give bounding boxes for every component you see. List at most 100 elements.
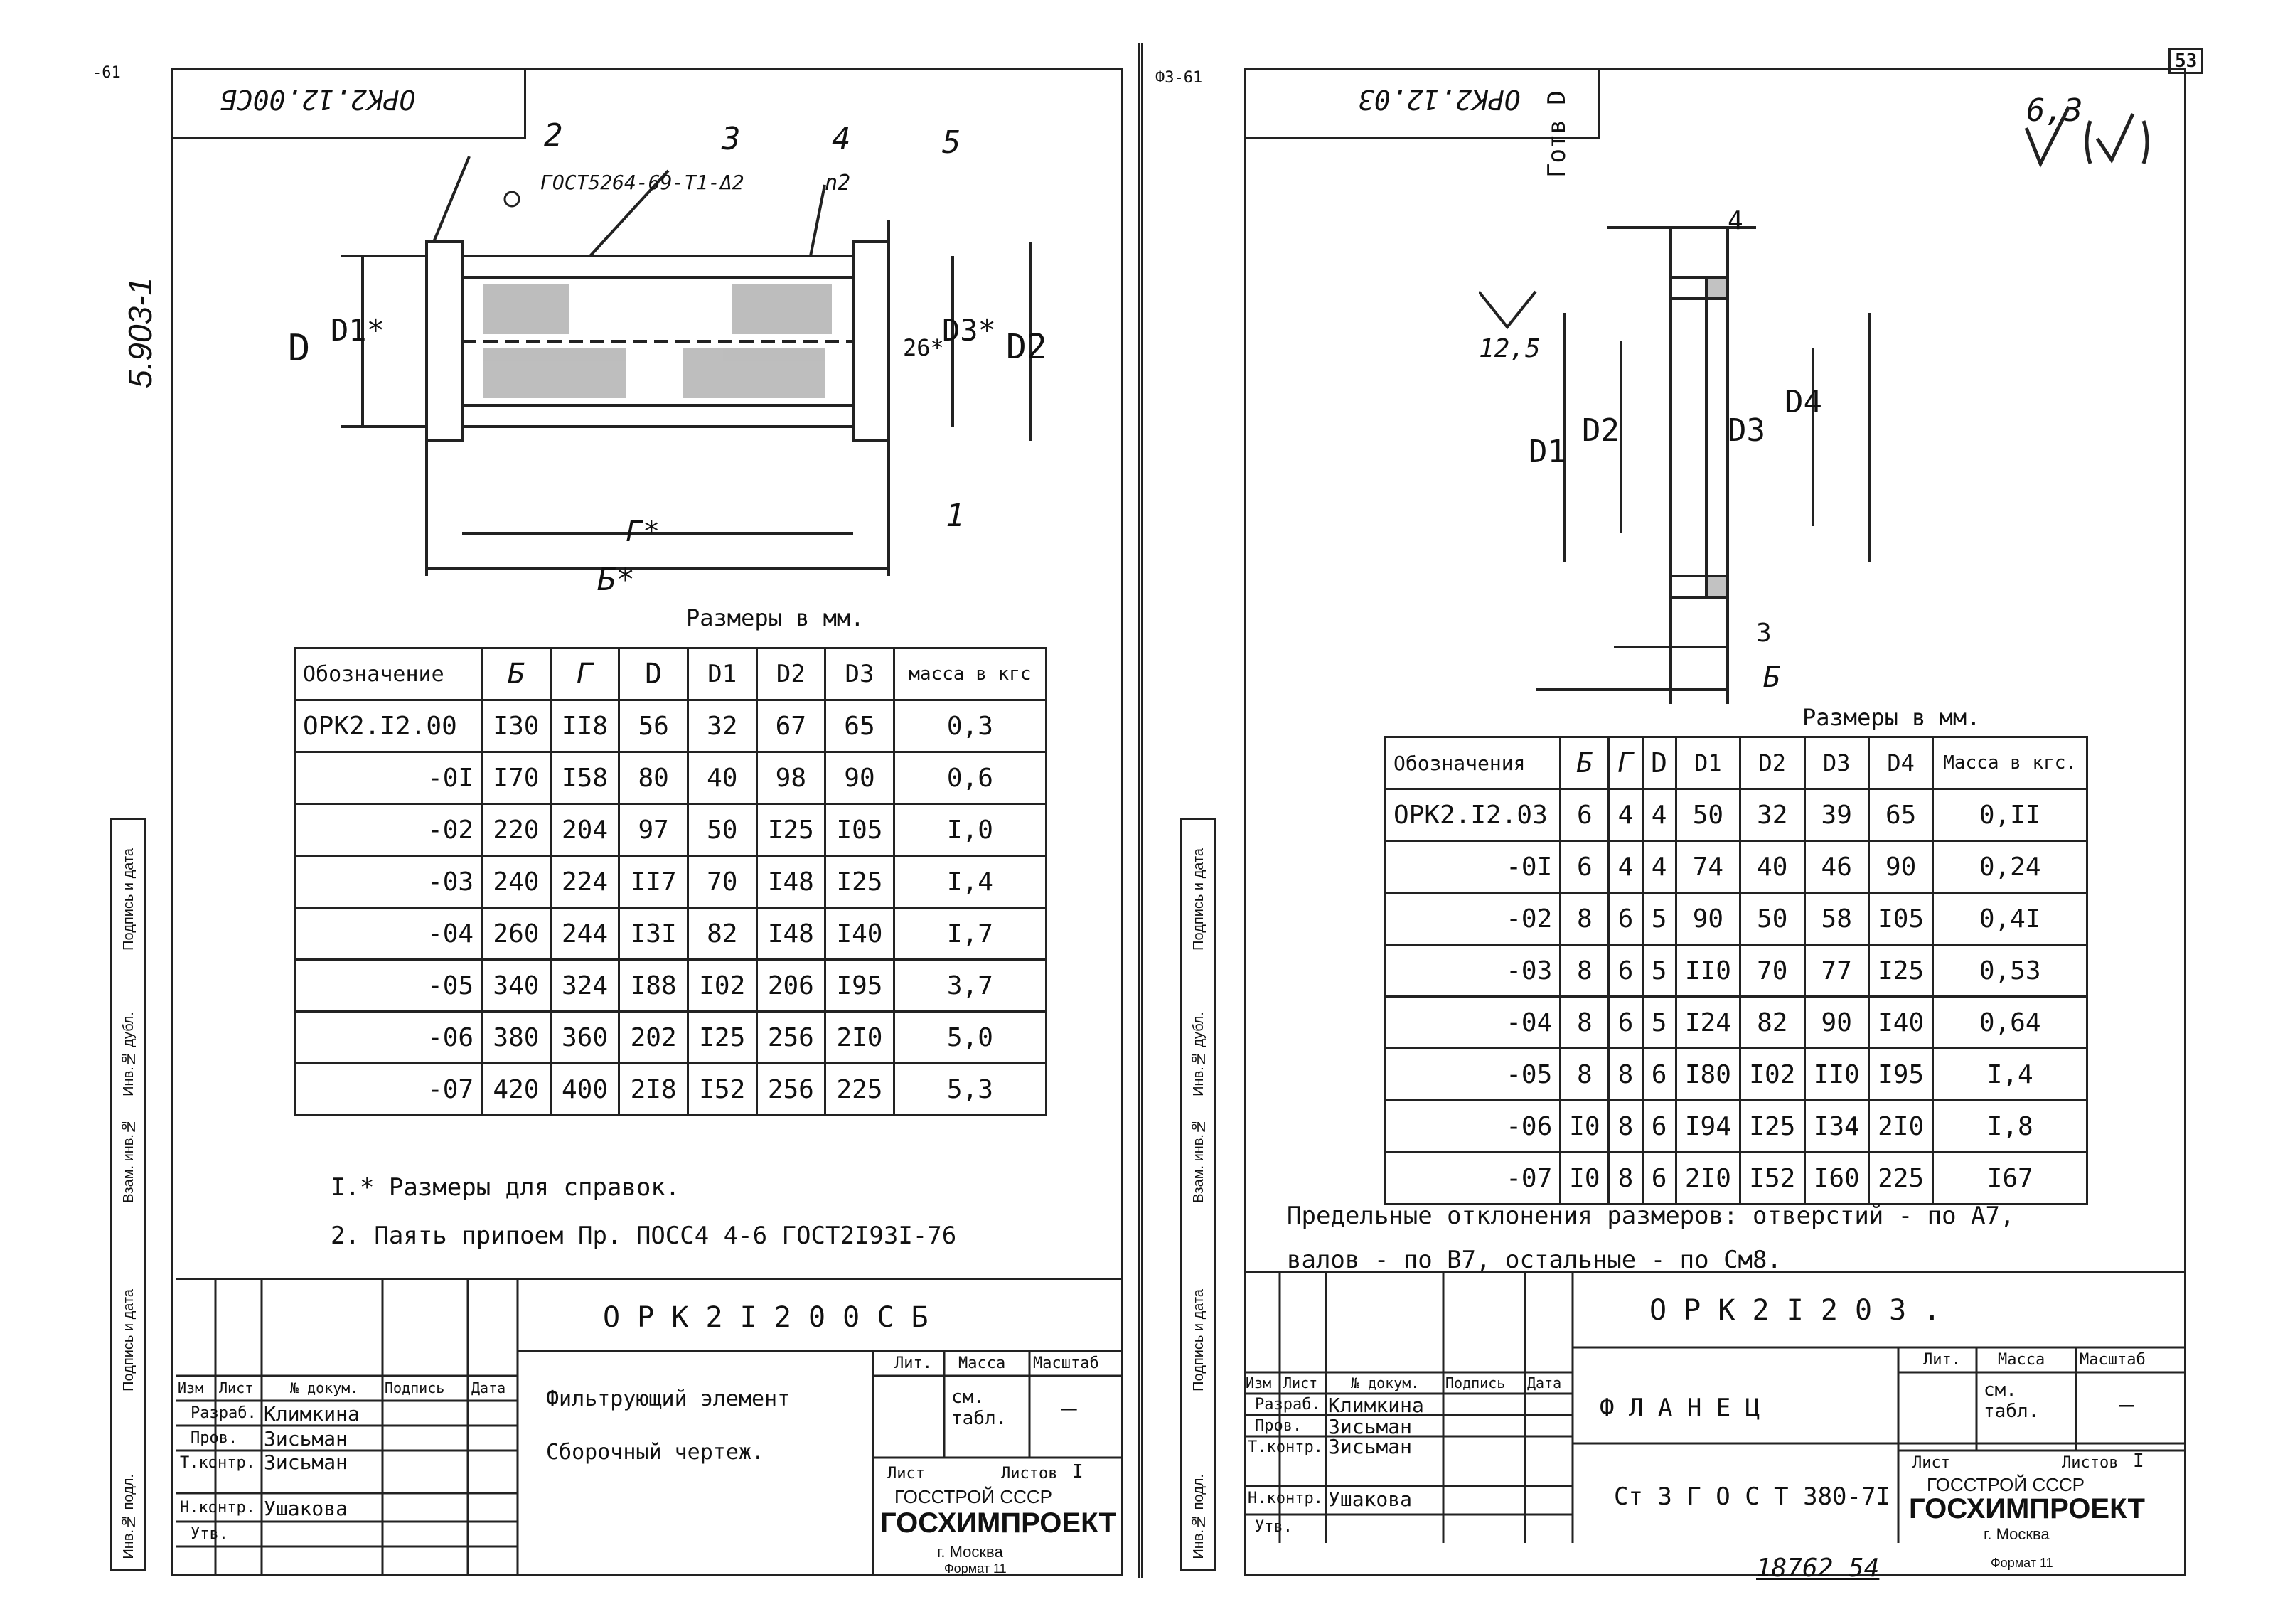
table-cell: -0I: [293, 751, 483, 805]
table-cell: 74: [1674, 840, 1742, 894]
left-col-head-list: Лист: [219, 1379, 254, 1396]
left-col-head-izm: Изм: [178, 1379, 204, 1396]
right-dim-D1: D1: [1529, 434, 1566, 470]
left-person-check: Зисьман: [264, 1427, 348, 1451]
table-cell: 256: [755, 1062, 827, 1116]
left-n2-callout: n2: [825, 171, 851, 196]
table-cell: 56: [618, 699, 689, 753]
left-role-tcontrol: Т.контр.: [180, 1454, 255, 1472]
left-role-approve: Утв.: [191, 1525, 228, 1543]
table-cell: 224: [549, 855, 621, 909]
left-note-1: I.* Размеры для справок.: [331, 1173, 680, 1202]
left-part-label-5: 5: [942, 124, 961, 161]
left-vertical-code: 5.903-1: [122, 277, 159, 389]
right-role-dev: Разраб.: [1255, 1396, 1321, 1414]
right-mass-value: см. табл.: [1984, 1379, 2040, 1422]
col-header-D4: D4: [1867, 736, 1935, 790]
right-person-dev: Климкина: [1328, 1394, 1424, 1417]
table-cell: 220: [481, 803, 552, 857]
right-role-check: Пров.: [1255, 1417, 1302, 1435]
table-cell: 3,7: [892, 958, 1048, 1013]
table-cell: 4: [1641, 840, 1677, 894]
table-cell: 70: [686, 855, 758, 909]
table-cell: I60: [1803, 1151, 1870, 1205]
table-cell: II0: [1803, 1047, 1870, 1101]
left-title-grid: [176, 1280, 1123, 1575]
table-cell: -04: [1384, 995, 1562, 1049]
table-cell: 360: [549, 1010, 621, 1064]
table-cell: 225: [1867, 1151, 1935, 1205]
right-org-2: ГОСХИМПРОЕКТ: [1909, 1493, 2145, 1524]
table-cell: 260: [481, 907, 552, 961]
table-cell: 256: [755, 1010, 827, 1064]
table-cell: 67: [755, 699, 827, 753]
side-label-sign-date-1: Подпись и дата: [1191, 1289, 1207, 1391]
right-col-head-list: Лист: [1283, 1374, 1318, 1391]
table-cell: 380: [481, 1010, 552, 1064]
right-sheets-head: Листов: [2062, 1454, 2119, 1472]
table-cell: 80: [618, 751, 689, 805]
table-cell: ОРК2.I2.00: [293, 699, 483, 753]
table-cell: I67: [1932, 1151, 2088, 1205]
table-cell: I25: [755, 803, 827, 857]
table-cell: 50: [1739, 892, 1806, 946]
table-cell: I,7: [892, 907, 1048, 961]
table-cell: 5: [1641, 892, 1677, 946]
right-title-block: О Р К 2 I 2 0 3 . Ф Л А Н Е Ц Ст 3 Г О С…: [1244, 1271, 2186, 1543]
table-cell: I02: [1739, 1047, 1806, 1101]
table-cell: 6: [1641, 1099, 1677, 1153]
table-cell: -05: [293, 958, 483, 1013]
side-label-inv-orig: Инв.№ подл.: [121, 1474, 137, 1559]
table-cell: 98: [755, 751, 827, 805]
table-cell: 2I8: [618, 1062, 689, 1116]
left-dim-G: Г*: [626, 515, 660, 548]
table-cell: -03: [293, 855, 483, 909]
right-col-head-izm: Изм: [1246, 1374, 1272, 1391]
right-person-check: Зисьман: [1328, 1415, 1413, 1438]
table-cell: -02: [1384, 892, 1562, 946]
col-header-designation: Обозначение: [293, 647, 483, 701]
side-label-inv-dup: Инв.№ дубл.: [121, 1012, 137, 1096]
table-cell: II8: [549, 699, 621, 753]
left-assembly-drawing: [341, 156, 1032, 576]
table-cell: 6: [1559, 840, 1610, 894]
table-cell: 204: [549, 803, 621, 857]
right-role-tcontrol: Т.контр.: [1248, 1438, 1323, 1456]
col-header-D2: D2: [1739, 736, 1806, 790]
table-cell: I48: [755, 855, 827, 909]
right-role-ncontrol: Н.контр.: [1248, 1490, 1323, 1507]
left-part-label-4: 4: [832, 121, 851, 157]
right-col-head-doc: № докум.: [1351, 1374, 1420, 1391]
right-flange-drawing: [1479, 226, 1871, 704]
table-cell: I95: [824, 958, 895, 1013]
table-cell: I02: [686, 958, 758, 1013]
table-cell: 4: [1641, 788, 1677, 842]
right-note-2: валов - по В7, остальные - по См8.: [1287, 1246, 1782, 1274]
right-header-box: ОРК2.12.03: [1244, 68, 1600, 139]
left-header-code: ОРК2.12.00СБ: [220, 84, 416, 115]
table-row: Обозначение Б Г D D1 D2 D3 масса в кгс: [293, 647, 1048, 701]
table-cell: I,0: [892, 803, 1048, 857]
right-side-strip: Инв.№ подл. Подпись и дата Взам. инв.№ И…: [1180, 818, 1216, 1571]
left-col-head-date: Дата: [471, 1379, 506, 1396]
table-cell: -06: [293, 1010, 483, 1064]
left-size-table: Обозначение Б Г D D1 D2 D3 масса в кгс О…: [293, 647, 1048, 1116]
table-cell: I25: [824, 855, 895, 909]
side-label-inv-dup: Инв.№ дубл.: [1191, 1012, 1207, 1096]
right-scale-head: Масштаб: [2080, 1351, 2146, 1369]
left-corner-code: -61: [92, 64, 121, 82]
right-archive-number: 18762 54: [1756, 1554, 1880, 1583]
col-header-D1: D1: [686, 647, 758, 701]
right-person-ncontrol: Ушакова: [1328, 1487, 1413, 1511]
table-cell: 90: [1674, 892, 1742, 946]
table-cell: 39: [1803, 788, 1870, 842]
table-cell: I40: [824, 907, 895, 961]
table-cell: 97: [618, 803, 689, 857]
table-cell: 0,3: [892, 699, 1048, 753]
left-gost-callout: ГОСТ5264-69-Т1-Δ2: [540, 171, 744, 194]
left-part-label-1: 1: [946, 498, 965, 534]
left-format: Формат 11: [944, 1561, 1007, 1576]
